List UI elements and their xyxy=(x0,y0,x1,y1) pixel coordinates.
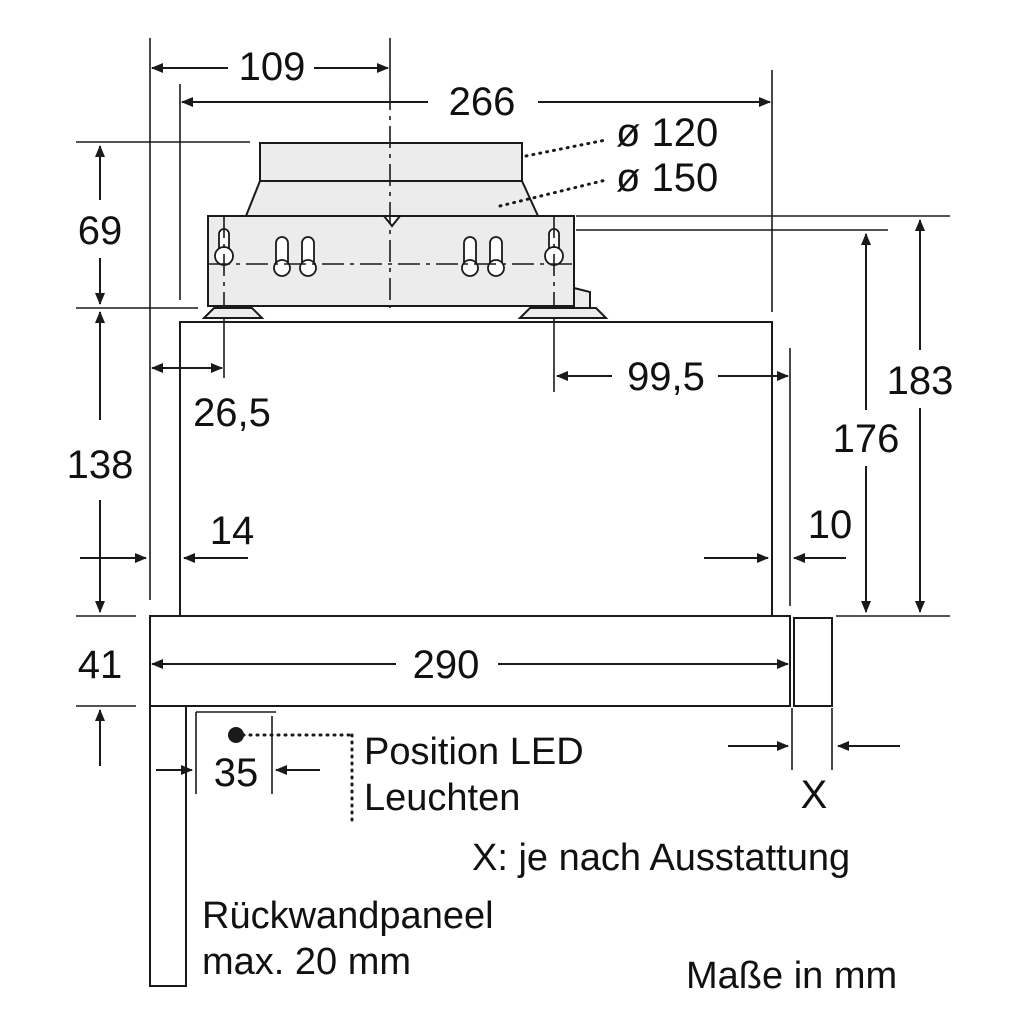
dim-290: 290 xyxy=(413,643,480,687)
motor-cover xyxy=(244,180,540,217)
panel-label-line2: max. 20 mm xyxy=(202,941,411,983)
dimension-values: 109 266 ø 120 ø 150 69 138 41 26,5 14 99… xyxy=(67,45,954,817)
dim-x: X xyxy=(801,773,828,817)
dim-26-5: 26,5 xyxy=(193,391,271,435)
led-label-line1: Position LED xyxy=(364,731,584,773)
hood-body xyxy=(149,321,833,987)
x-note: X: je nach Ausstattung xyxy=(472,837,850,879)
led-label-line2: Leuchten xyxy=(364,777,520,819)
units-label: Maße in mm xyxy=(686,955,897,997)
dim-183: 183 xyxy=(887,359,954,403)
fan-housing xyxy=(201,142,609,319)
plate-foot-left xyxy=(201,307,265,319)
dimension-lines xyxy=(80,63,925,775)
dim-10: 10 xyxy=(808,503,853,547)
dim-dia-150: ø 150 xyxy=(616,156,718,200)
extension-lines xyxy=(76,38,950,794)
dim-41: 41 xyxy=(78,643,123,687)
dotted-leaders xyxy=(234,138,608,824)
visor-handle xyxy=(793,617,833,707)
dim-99-5: 99,5 xyxy=(627,355,705,399)
dim-109: 109 xyxy=(239,45,306,89)
dim-176: 176 xyxy=(833,417,900,461)
dim-138: 138 xyxy=(67,443,134,487)
outlet-collar xyxy=(259,142,523,182)
labels: Position LED Leuchten X: je nach Ausstat… xyxy=(202,731,897,997)
dim-14: 14 xyxy=(210,509,255,553)
mounting-plate xyxy=(207,215,575,307)
dim-69: 69 xyxy=(78,209,123,253)
center-lines xyxy=(208,88,574,308)
panel-label-line1: Rückwandpaneel xyxy=(202,895,494,937)
dim-dia-120: ø 120 xyxy=(616,111,718,155)
back-wall-panel xyxy=(149,705,187,987)
plate-foot-right xyxy=(517,307,609,319)
dim-35: 35 xyxy=(214,751,259,795)
led-position-marker xyxy=(228,727,244,743)
visor-panel xyxy=(149,615,791,707)
dim-266: 266 xyxy=(449,80,516,124)
